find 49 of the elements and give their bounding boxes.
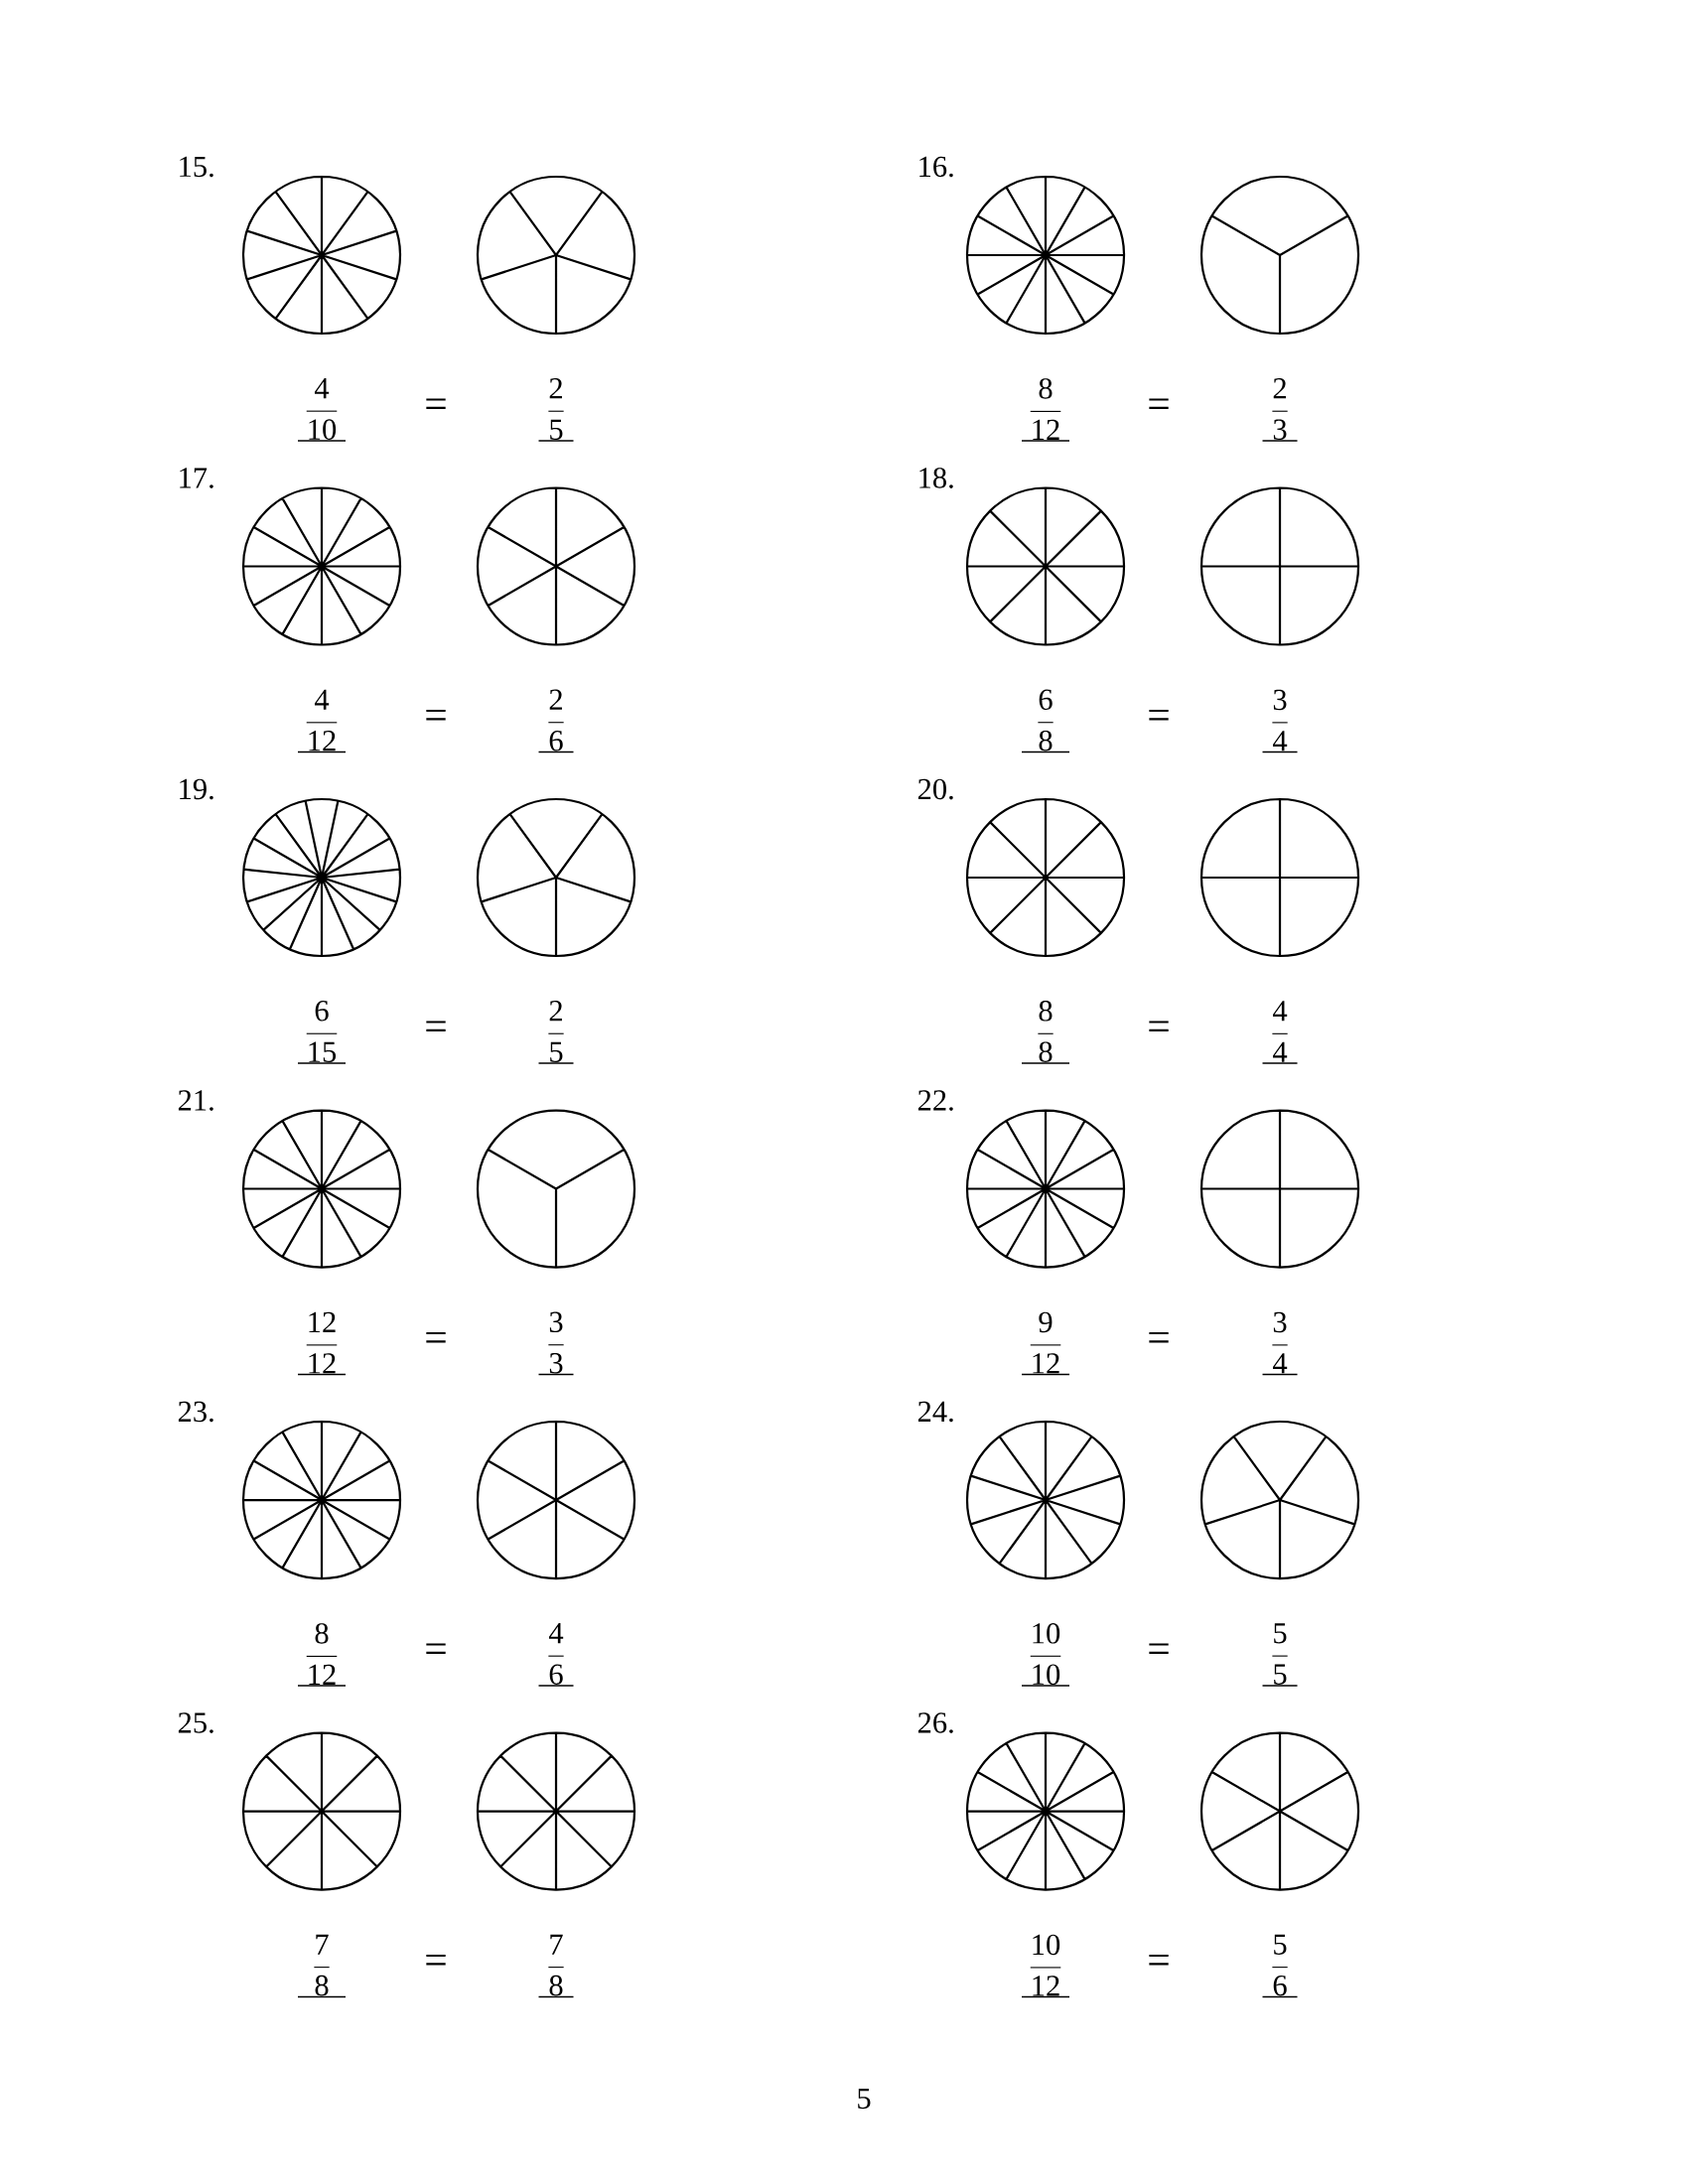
equals-sign: = (426, 1955, 446, 1966)
page-number: 5 (858, 2088, 871, 2110)
fraction: 5 6 (1271, 1934, 1289, 1996)
problem-number: 26. (917, 1712, 953, 1733)
problem-number: 16. (919, 156, 953, 178)
equals-sign: = (426, 710, 446, 721)
equals-sign: = (1149, 1955, 1169, 1966)
fraction: 10 12 (1030, 1934, 1061, 1996)
equals-sign: = (1149, 1021, 1169, 1031)
fraction: 6 8 (1037, 689, 1055, 751)
equals-sign: = (426, 1332, 446, 1343)
fraction: 8 12 (306, 1623, 338, 1685)
fraction: 9 12 (1030, 1311, 1061, 1374)
fraction: 2 5 (547, 378, 565, 440)
fraction: 6 15 (306, 1001, 338, 1062)
fraction: 4 12 (306, 689, 338, 751)
fraction: 8 8 (1037, 1001, 1055, 1063)
fraction: 3 3 (547, 1311, 565, 1374)
problem-number: 17. (180, 468, 213, 488)
fraction: 3 4 (1271, 1311, 1289, 1374)
fraction: 4 10 (306, 378, 338, 440)
equals-sign: = (1149, 1643, 1169, 1654)
problem-number: 25. (178, 1712, 213, 1733)
fraction: 4 4 (1271, 1001, 1289, 1062)
fraction: 5 5 (1271, 1623, 1289, 1685)
fraction: 2 5 (547, 1001, 565, 1062)
fraction: 7 8 (547, 1934, 565, 1996)
fraction: 4 6 (547, 1623, 565, 1685)
problem-number: 21. (178, 1090, 213, 1111)
problem-number: 23. (178, 1401, 213, 1423)
problem-number: 22. (917, 1090, 953, 1111)
equals-sign: = (1149, 398, 1169, 409)
fraction: 3 4 (1271, 689, 1289, 751)
fraction: 2 6 (547, 689, 565, 751)
equals-sign: = (426, 398, 446, 409)
equals-sign: = (426, 1021, 446, 1031)
problem-number: 24. (917, 1401, 953, 1423)
problem-number: 18. (919, 468, 953, 488)
equals-sign: = (1149, 1332, 1169, 1343)
fraction: 12 12 (306, 1311, 338, 1374)
problem-number: 15. (180, 156, 213, 178)
equals-sign: = (426, 1643, 446, 1654)
problem-number: 20. (917, 778, 953, 800)
equals-sign: = (1149, 710, 1169, 721)
fraction: 8 12 (1030, 378, 1061, 440)
fraction: 2 3 (1271, 378, 1289, 440)
fraction: 10 10 (1030, 1623, 1061, 1686)
problem-number: 19. (180, 778, 213, 800)
fraction: 7 8 (313, 1934, 331, 1996)
